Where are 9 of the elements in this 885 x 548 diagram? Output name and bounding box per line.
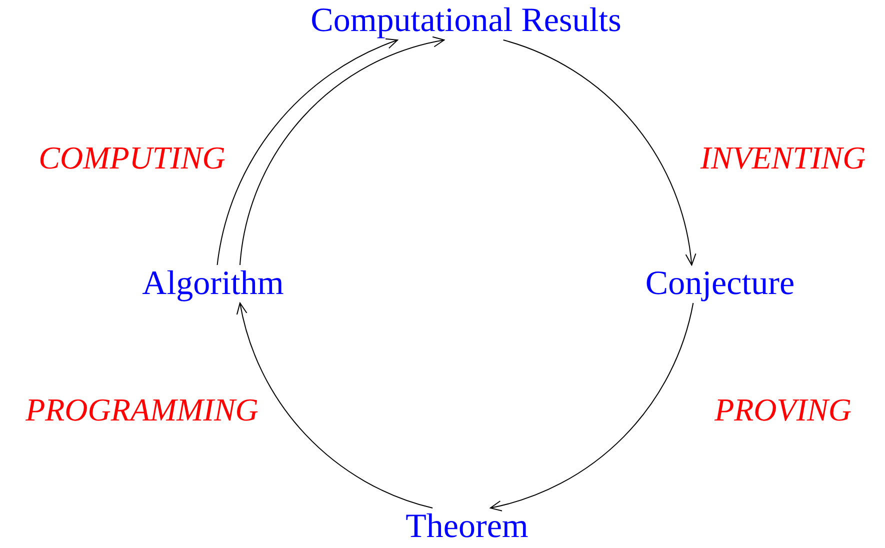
node-label: Algorithm [142,265,284,303]
node-label: Theorem [406,508,528,546]
curved-arrow [216,39,398,266]
node-label: Computational Results [310,2,622,40]
curved-arrow [239,37,445,266]
node-label: Conjecture [645,265,795,303]
curved-arrow [502,40,696,266]
curved-arrow [237,302,434,508]
curved-arrow [490,302,694,511]
